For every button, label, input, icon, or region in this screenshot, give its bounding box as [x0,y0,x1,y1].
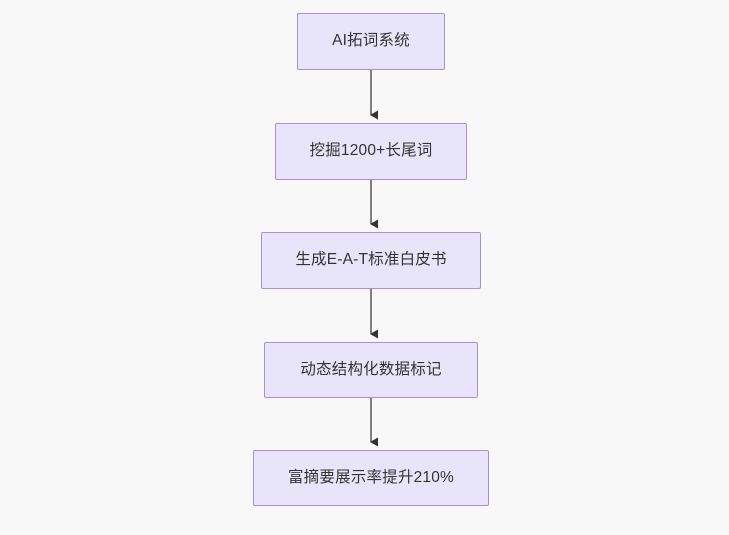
flow-node-label: 生成E-A-T标准白皮书 [295,251,447,269]
flow-node-label: 动态结构化数据标记 [300,360,442,378]
flow-node-dynamic-structured-data-markup[interactable]: 动态结构化数据标记 [264,342,478,398]
flow-node-label: AI拓词系统 [332,32,410,50]
flow-node-mine-longtail-keywords[interactable]: 挖掘1200+长尾词 [275,123,467,180]
flow-node-generate-eat-whitepaper[interactable]: 生成E-A-T标准白皮书 [261,232,481,289]
flow-node-label: 富摘要展示率提升210% [287,468,455,486]
flow-node-ai-keyword-system[interactable]: AI拓词系统 [297,13,445,70]
flow-node-label: 挖掘1200+长尾词 [309,142,433,160]
flow-node-rich-snippet-impression-uplift[interactable]: 富摘要展示率提升210% [253,450,489,506]
